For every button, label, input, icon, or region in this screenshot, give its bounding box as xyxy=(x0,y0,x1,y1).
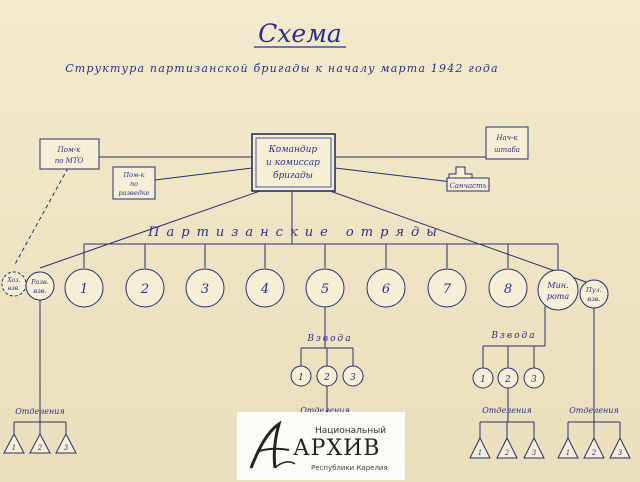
left-otdeleniya-label: Отделения xyxy=(15,407,65,416)
far-right-otdeleniya-label: Отделения xyxy=(569,406,619,415)
svg-text:2: 2 xyxy=(140,282,149,297)
center-platoon-3 xyxy=(342,365,364,387)
chart-subtitle: Структура партизанской бригады к началу … xyxy=(65,62,499,75)
right-platoon-2 xyxy=(497,367,519,389)
left-squad-1 xyxy=(3,432,25,454)
shtab-box xyxy=(485,126,529,160)
link-razvedka xyxy=(154,167,253,181)
detachment-7 xyxy=(427,268,467,308)
svg-text:Мин.: Мин. xyxy=(546,281,568,290)
svg-text:взв.: взв. xyxy=(33,287,46,295)
center-platoon-1 xyxy=(290,365,312,387)
svg-text:Разв.: Разв. xyxy=(30,278,49,286)
svg-text:Хоз.: Хоз. xyxy=(6,277,20,284)
mto-box xyxy=(39,138,100,170)
left-squad-3 xyxy=(55,432,77,454)
svg-text:Пом-к: Пом-к xyxy=(122,171,144,179)
left-squad-2 xyxy=(29,432,51,454)
svg-text:по: по xyxy=(130,180,138,188)
watermark-line-3: Республики Карелия xyxy=(311,464,388,472)
svg-text:взв.: взв. xyxy=(8,285,20,292)
razv-vzv-circle xyxy=(25,271,55,301)
right-platoon-3 xyxy=(523,367,545,389)
svg-text:по МТО: по МТО xyxy=(55,157,84,165)
watermark-line-2: АРХИВ xyxy=(293,436,381,461)
detachment-8 xyxy=(488,268,528,308)
detachment-3 xyxy=(185,268,225,308)
svg-text:4: 4 xyxy=(260,282,269,297)
svg-text:взв.: взв. xyxy=(587,295,600,303)
commander-line-2: и комиссар xyxy=(266,158,320,168)
center-platoon-2 xyxy=(316,365,338,387)
detachment-1 xyxy=(64,268,104,308)
link-sanchast xyxy=(334,167,453,183)
svg-text:6: 6 xyxy=(382,282,390,297)
otryady-label: Партизанские отряды xyxy=(147,225,444,240)
svg-text:3: 3 xyxy=(531,375,537,385)
detachments: 1 2 3 4 5 6 7 8 xyxy=(64,268,528,308)
center-vzvoda-label: Взвода xyxy=(306,334,352,344)
svg-text:2: 2 xyxy=(323,373,330,383)
link-razv-vzv xyxy=(39,190,261,269)
watermark-line-1: Национальный xyxy=(315,426,387,436)
svg-text:1: 1 xyxy=(298,373,304,383)
svg-text:1: 1 xyxy=(12,444,16,452)
right-squad-3 xyxy=(523,436,545,459)
right-platoon-1 xyxy=(472,367,494,389)
right-otdeleniya-label: Отделения xyxy=(482,406,532,415)
svg-text:1: 1 xyxy=(566,449,570,457)
archive-watermark: Национальный АРХИВ Республики Карелия xyxy=(237,412,405,480)
svg-text:штаба: штаба xyxy=(494,146,520,154)
far-right-squad-1 xyxy=(557,436,579,459)
sanchast-box xyxy=(446,177,490,192)
svg-text:3: 3 xyxy=(64,444,69,452)
far-right-squad-3 xyxy=(609,436,631,459)
chart-title: Схема xyxy=(258,19,342,48)
svg-text:разведке: разведке xyxy=(118,189,149,197)
svg-text:3: 3 xyxy=(350,373,356,383)
min-rota-circle xyxy=(537,269,579,311)
center-otdeleniya-label: Отделения xyxy=(300,406,350,415)
hoz-vzv-circle xyxy=(1,271,27,297)
svg-text:Нач-к: Нач-к xyxy=(495,134,518,142)
razvedka-box xyxy=(112,166,156,200)
detachment-2 xyxy=(125,268,165,308)
commander-line-3: бригады xyxy=(273,170,313,181)
svg-text:8: 8 xyxy=(504,282,512,297)
svg-text:2: 2 xyxy=(504,449,510,457)
svg-text:2: 2 xyxy=(591,449,597,457)
svg-text:7: 7 xyxy=(443,282,452,297)
detachment-6 xyxy=(366,268,406,308)
svg-text:3: 3 xyxy=(618,449,623,457)
detachment-4 xyxy=(245,268,285,308)
svg-text:рота: рота xyxy=(547,292,570,301)
link-pul-vzv xyxy=(329,190,587,283)
link-hoz-vzv xyxy=(13,167,69,267)
pul-vzv-circle xyxy=(579,279,609,309)
svg-text:1: 1 xyxy=(478,449,482,457)
svg-text:Пом-к: Пом-к xyxy=(57,146,81,154)
right-squad-1 xyxy=(469,436,491,459)
svg-text:2: 2 xyxy=(504,375,511,385)
svg-text:1: 1 xyxy=(480,375,486,385)
svg-text:2: 2 xyxy=(37,444,43,452)
right-vzvoda-label: Взвода xyxy=(490,331,536,341)
commander-box xyxy=(251,133,336,192)
right-squad-2 xyxy=(496,436,518,459)
svg-text:3: 3 xyxy=(532,449,537,457)
svg-text:5: 5 xyxy=(321,282,329,297)
svg-text:Пул.: Пул. xyxy=(585,286,602,294)
svg-text:Санчасть: Санчасть xyxy=(449,182,486,190)
svg-text:3: 3 xyxy=(201,282,209,297)
svg-text:1: 1 xyxy=(80,282,88,297)
far-right-squad-2 xyxy=(583,436,605,459)
commander-line-1: Командир xyxy=(268,145,318,155)
archive-logo-icon xyxy=(249,420,296,469)
